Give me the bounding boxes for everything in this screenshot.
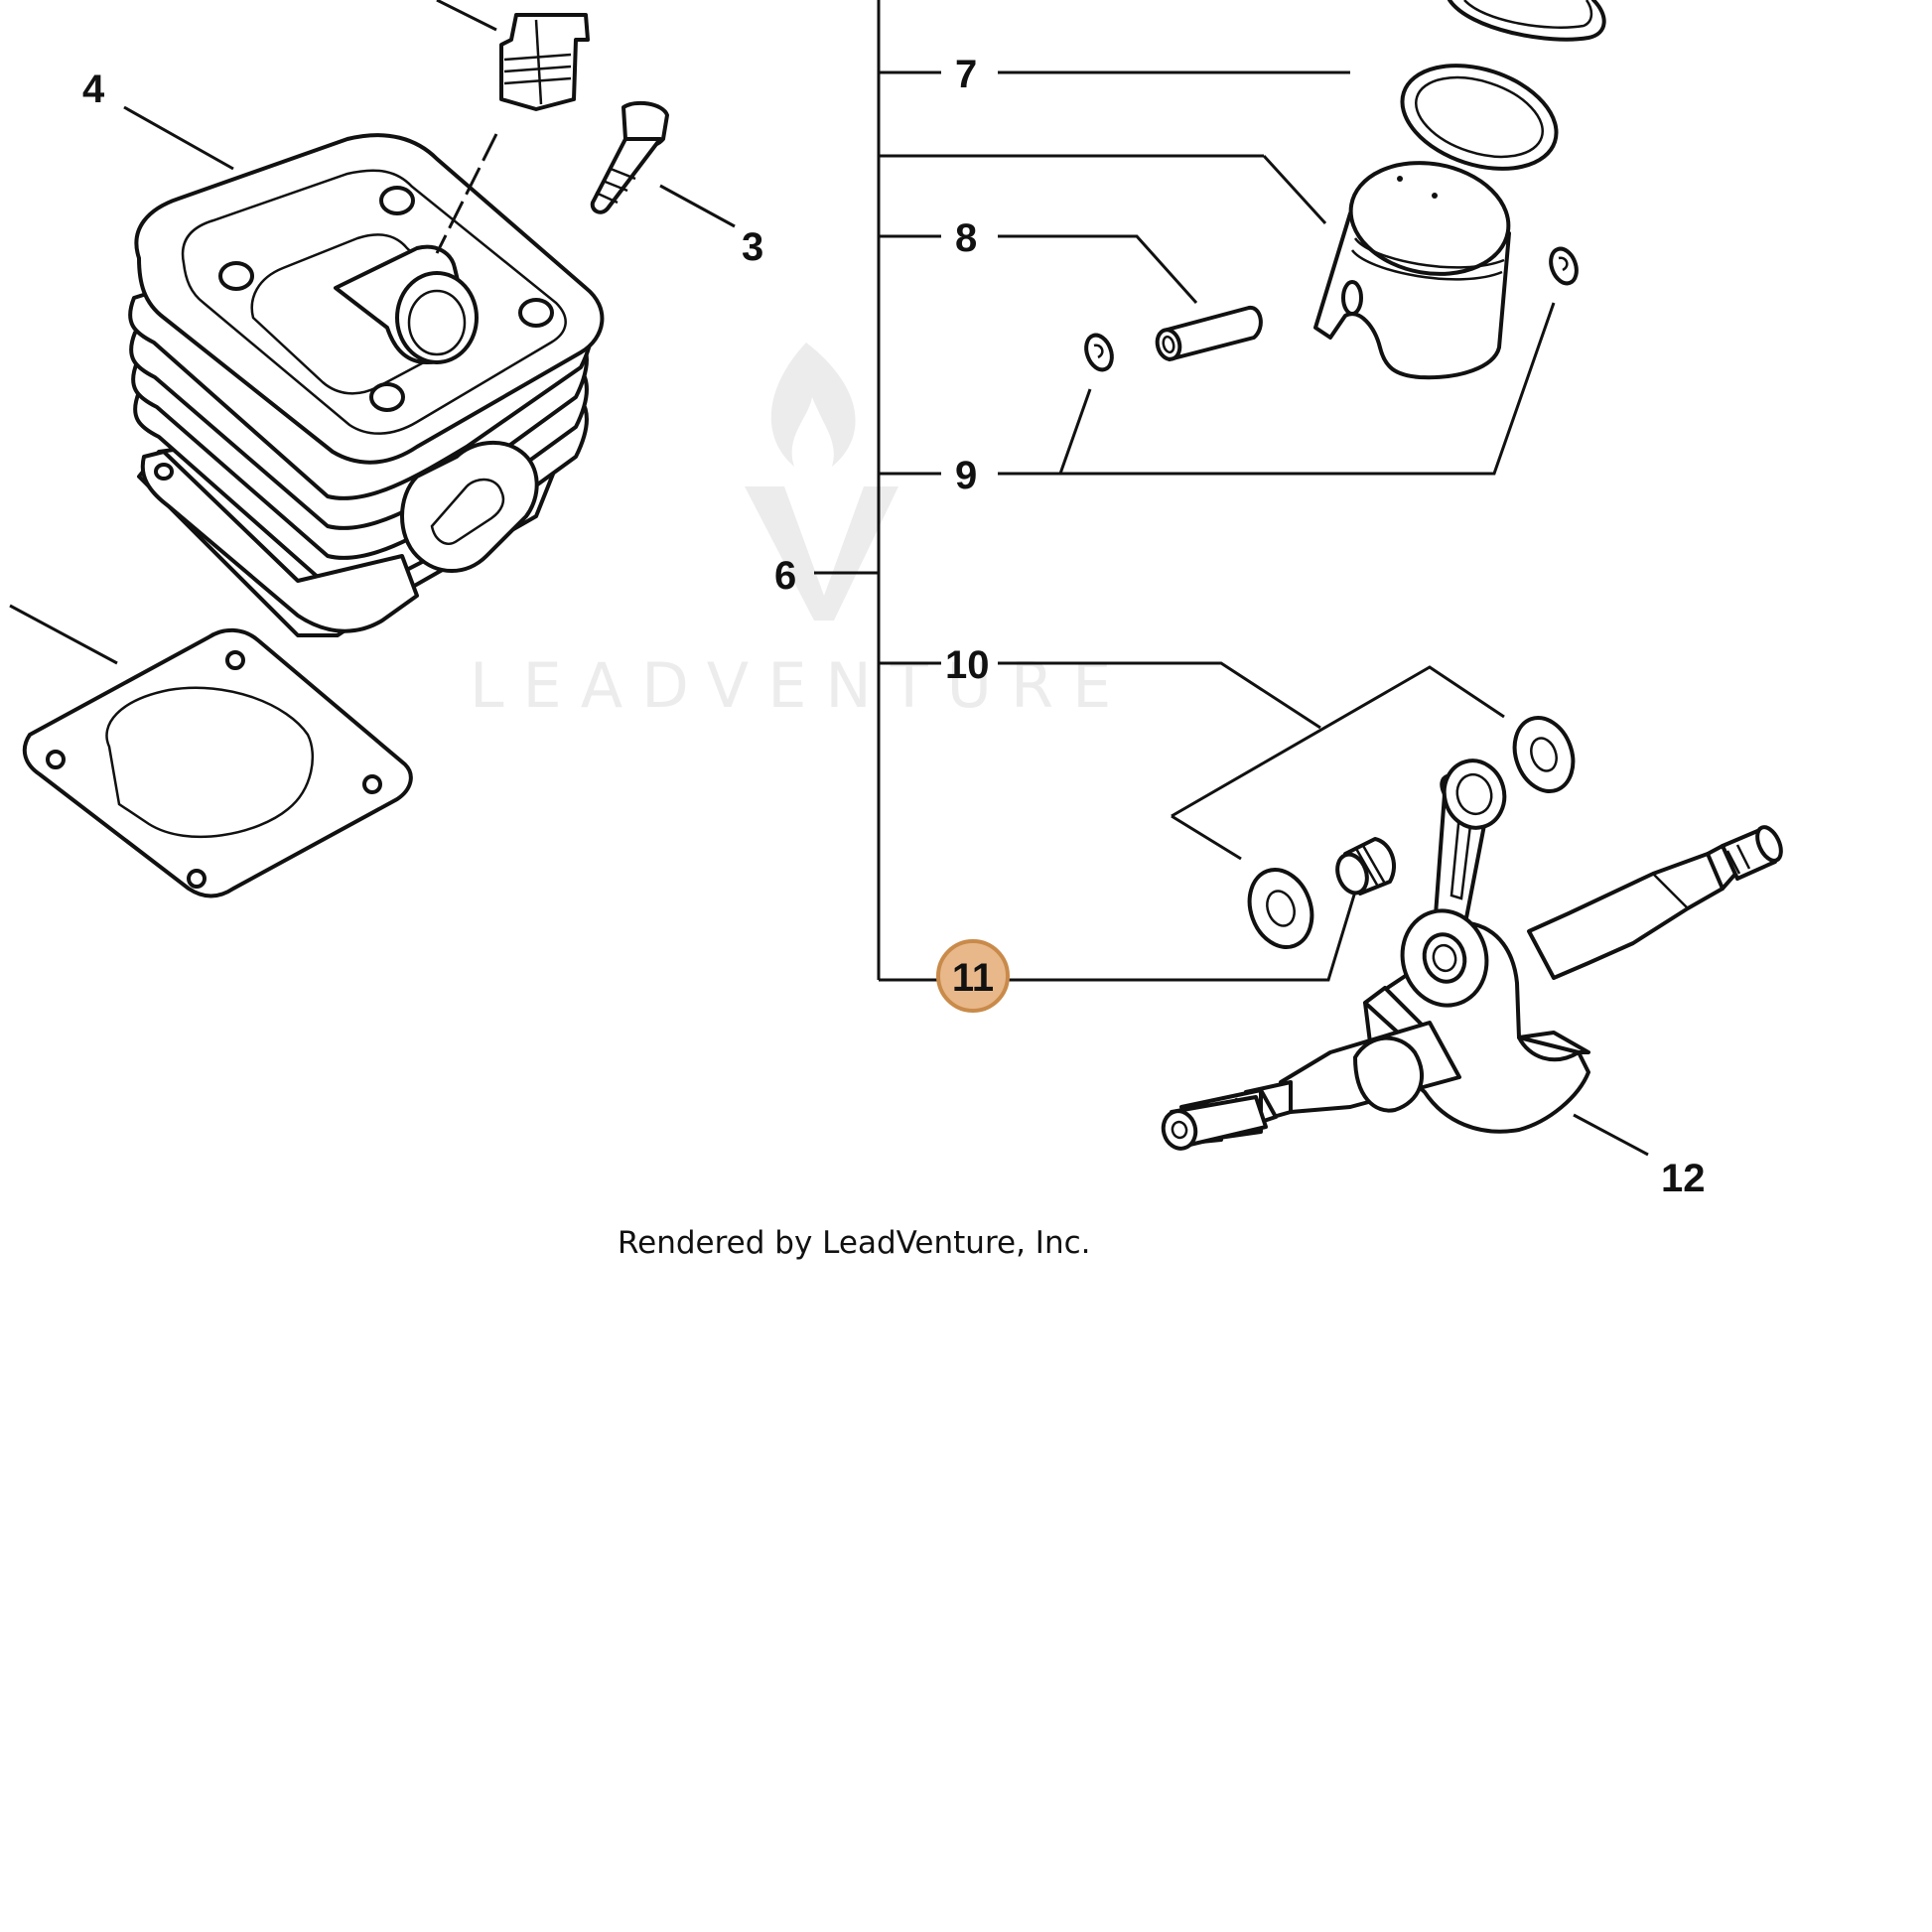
callout-8[interactable]: 8 [955,216,977,260]
cylinder-part [123,105,605,637]
callout-tree-lines [814,0,1649,1157]
watermark-logo [745,343,898,621]
svg-text:10: 10 [945,643,990,687]
callout-12[interactable]: 12 [1661,1157,1706,1200]
callout-9[interactable]: 9 [955,454,977,497]
credit-text: Rendered by LeadVenture, Inc. [618,1225,1091,1261]
svg-text:4: 4 [82,68,105,111]
svg-text:9: 9 [955,454,977,497]
callout-10[interactable]: 10 [945,643,990,687]
watermark-text: LEADVENTURE [470,649,1130,722]
callout-7[interactable]: 7 [955,53,977,96]
crankshaft-part [1161,759,1783,1151]
callout-3[interactable]: 3 [742,225,763,269]
svg-text:7: 7 [955,53,977,96]
svg-text:12: 12 [1661,1157,1706,1200]
cylinder-screw-part [590,100,736,228]
thrust-washer-part [1247,716,1576,949]
callout-11-highlighted[interactable]: 11 [936,939,1010,1013]
svg-text:11: 11 [952,956,994,1000]
piston-ring-part [1400,0,1606,171]
cylinder-gasket-part [9,604,413,898]
needle-bearing-part [1335,837,1396,896]
svg-text:3: 3 [742,225,763,269]
piston-part [1313,161,1511,380]
svg-text:6: 6 [774,554,796,598]
callout-6[interactable]: 6 [774,554,796,598]
callout-highlight-circle [936,939,1010,1013]
svg-text:8: 8 [955,216,977,260]
decompression-valve-part [436,0,590,111]
piston-pin-circlip-part [1084,246,1579,372]
piston-pin-part [1155,305,1263,361]
callout-4[interactable]: 4 [82,68,105,111]
